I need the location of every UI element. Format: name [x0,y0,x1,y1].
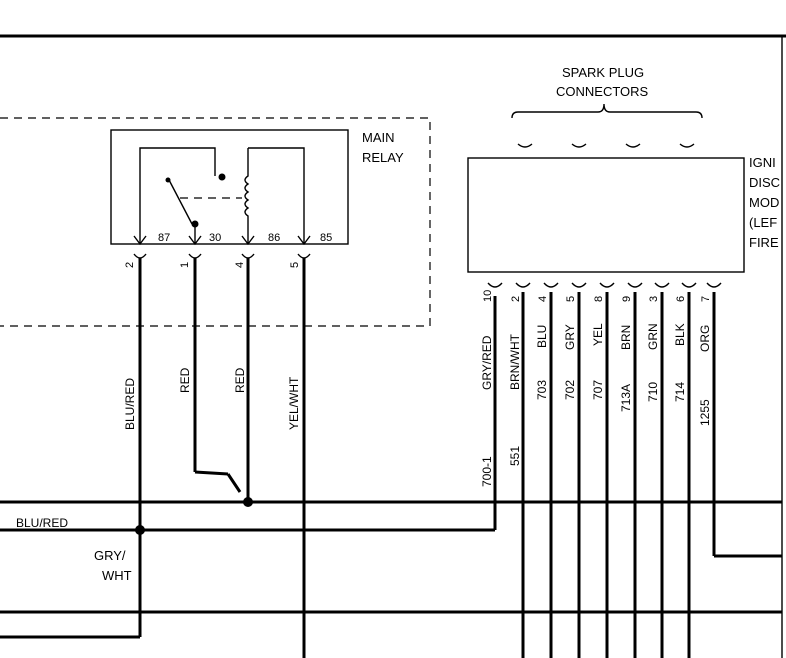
relay-pin-4: 4 [234,262,246,268]
relay-connector-mark-4 [241,253,255,259]
module-wire-5: 8 YEL 707 [591,282,615,658]
ignition-module-line-4: (LEF [749,215,777,230]
relay-terminal-86: 86 [268,232,280,244]
module-wire-color: BLK [673,323,687,346]
relay-coil-right-loop [248,147,305,244]
spark-plug-connector-3 [625,143,641,148]
module-pin: 7 [700,296,712,302]
module-wire-color: GRY [563,324,577,350]
relay-terminal-arrow-30 [188,235,202,246]
module-wire-color: BRN [619,325,633,350]
module-circuit-number: 1255 [698,399,712,426]
module-circuit-number: 551 [508,446,522,466]
relay-switch-pivot [165,177,171,183]
relay-connector-mark-2 [133,253,147,259]
spark-plug-connector-2 [571,143,587,148]
module-connector-mark [487,282,503,288]
spark-plug-bracket [511,103,703,119]
main-relay-label-1: MAIN [362,130,395,145]
label-blu-red: BLU/RED [16,516,68,530]
module-connector-mark [654,282,670,288]
module-circuit-number: 700-1 [480,456,494,487]
module-connector-mark [706,282,722,288]
module-wire-color: GRY/RED [480,335,494,390]
ignition-module-line-1: IGNI [749,155,776,170]
module-wire-color: YEL [591,323,605,346]
module-connector-mark [571,282,587,288]
relay-terminal-30: 30 [209,232,221,244]
module-circuit-number: 710 [646,382,660,402]
relay-contact-dot-top [218,173,226,181]
module-connector-mark [681,282,697,288]
module-connector-mark [543,282,559,288]
relay-wire-color-3: RED [233,367,247,393]
spark-plug-connector-1 [517,143,533,148]
relay-connector-mark-5 [297,253,311,259]
relay-pin-5: 5 [289,262,301,268]
module-pin: 3 [648,296,660,302]
module-pin: 2 [510,296,522,302]
module-circuit-number: 714 [673,382,687,402]
module-wire-color: GRN [646,323,660,350]
module-wire-7: 3 GRN 710 [646,282,670,658]
relay-switch-arm [167,177,193,225]
spark-plug-connector-4 [679,143,695,148]
relay-terminal-87: 87 [158,232,170,244]
module-circuit-number: 703 [535,380,549,400]
relay-wire-color-2: RED [178,367,192,393]
label-gry-2: WHT [102,568,132,583]
main-relay: MAIN RELAY 87 30 86 85 [110,129,404,246]
relay-coil [244,148,250,244]
module-wire-9: 7 ORG 1255 [698,282,722,556]
module-wire-color: BLU [535,325,549,348]
wire-relay-pin1-diag [194,470,229,476]
relay-wire-color-1: BLU/RED [123,378,137,430]
label-gry-1: GRY/ [94,548,126,563]
module-wire-2: 2 BRN/WHT 551 [508,282,531,658]
relay-terminal-arrow-87 [133,235,147,246]
module-wire-color: BRN/WHT [508,333,522,390]
module-circuit-number: 702 [563,380,577,400]
module-pin: 5 [565,296,577,302]
splice-dot-relay [243,497,253,507]
ignition-module-line-3: MOD [749,195,779,210]
module-pin: 10 [482,290,494,302]
relay-terminal-85: 85 [320,232,332,244]
ignition-module-box [467,157,745,273]
module-wire-8: 6 BLK 714 [673,282,697,658]
module-wire-6: 9 BRN 713A [619,282,643,658]
main-relay-box [110,129,349,245]
relay-pin-2: 2 [124,262,136,268]
wire-relay-pin1-diag2 [226,473,242,493]
module-wire-3: 4 BLU 703 [535,282,559,658]
module-connector-mark [515,282,531,288]
module-pin: 8 [593,296,605,302]
ignition-module-line-5: FIRE [749,235,779,250]
module-pin: 9 [621,296,633,302]
module-connector-mark [627,282,643,288]
relay-terminal-arrow-86 [241,235,255,246]
relay-internal-left-loop [139,147,216,244]
module-wire-color: ORG [698,325,712,352]
relay-terminal-arrow-85 [297,235,311,246]
module-circuit-number: 707 [591,380,605,400]
spark-plug-label-2: CONNECTORS [556,84,649,99]
relay-pin-1: 1 [179,262,191,268]
module-wire-4: 5 GRY 702 [563,282,587,658]
module-wire-1: 10 GRY/RED 700-1 [480,282,503,487]
ignition-module-line-2: DISC [749,175,780,190]
module-connector-mark [599,282,615,288]
module-pin: 6 [675,296,687,302]
relay-dashed-boundary [0,117,431,327]
relay-wire-color-4: YEL/WHT [287,376,301,430]
main-relay-label-2: RELAY [362,150,404,165]
module-circuit-number: 713A [619,384,633,412]
spark-plug-label-1: SPARK PLUG [562,65,644,80]
splice-dot-blu-red [135,525,145,535]
module-pin: 4 [537,296,549,302]
relay-connector-mark-1 [188,253,202,259]
